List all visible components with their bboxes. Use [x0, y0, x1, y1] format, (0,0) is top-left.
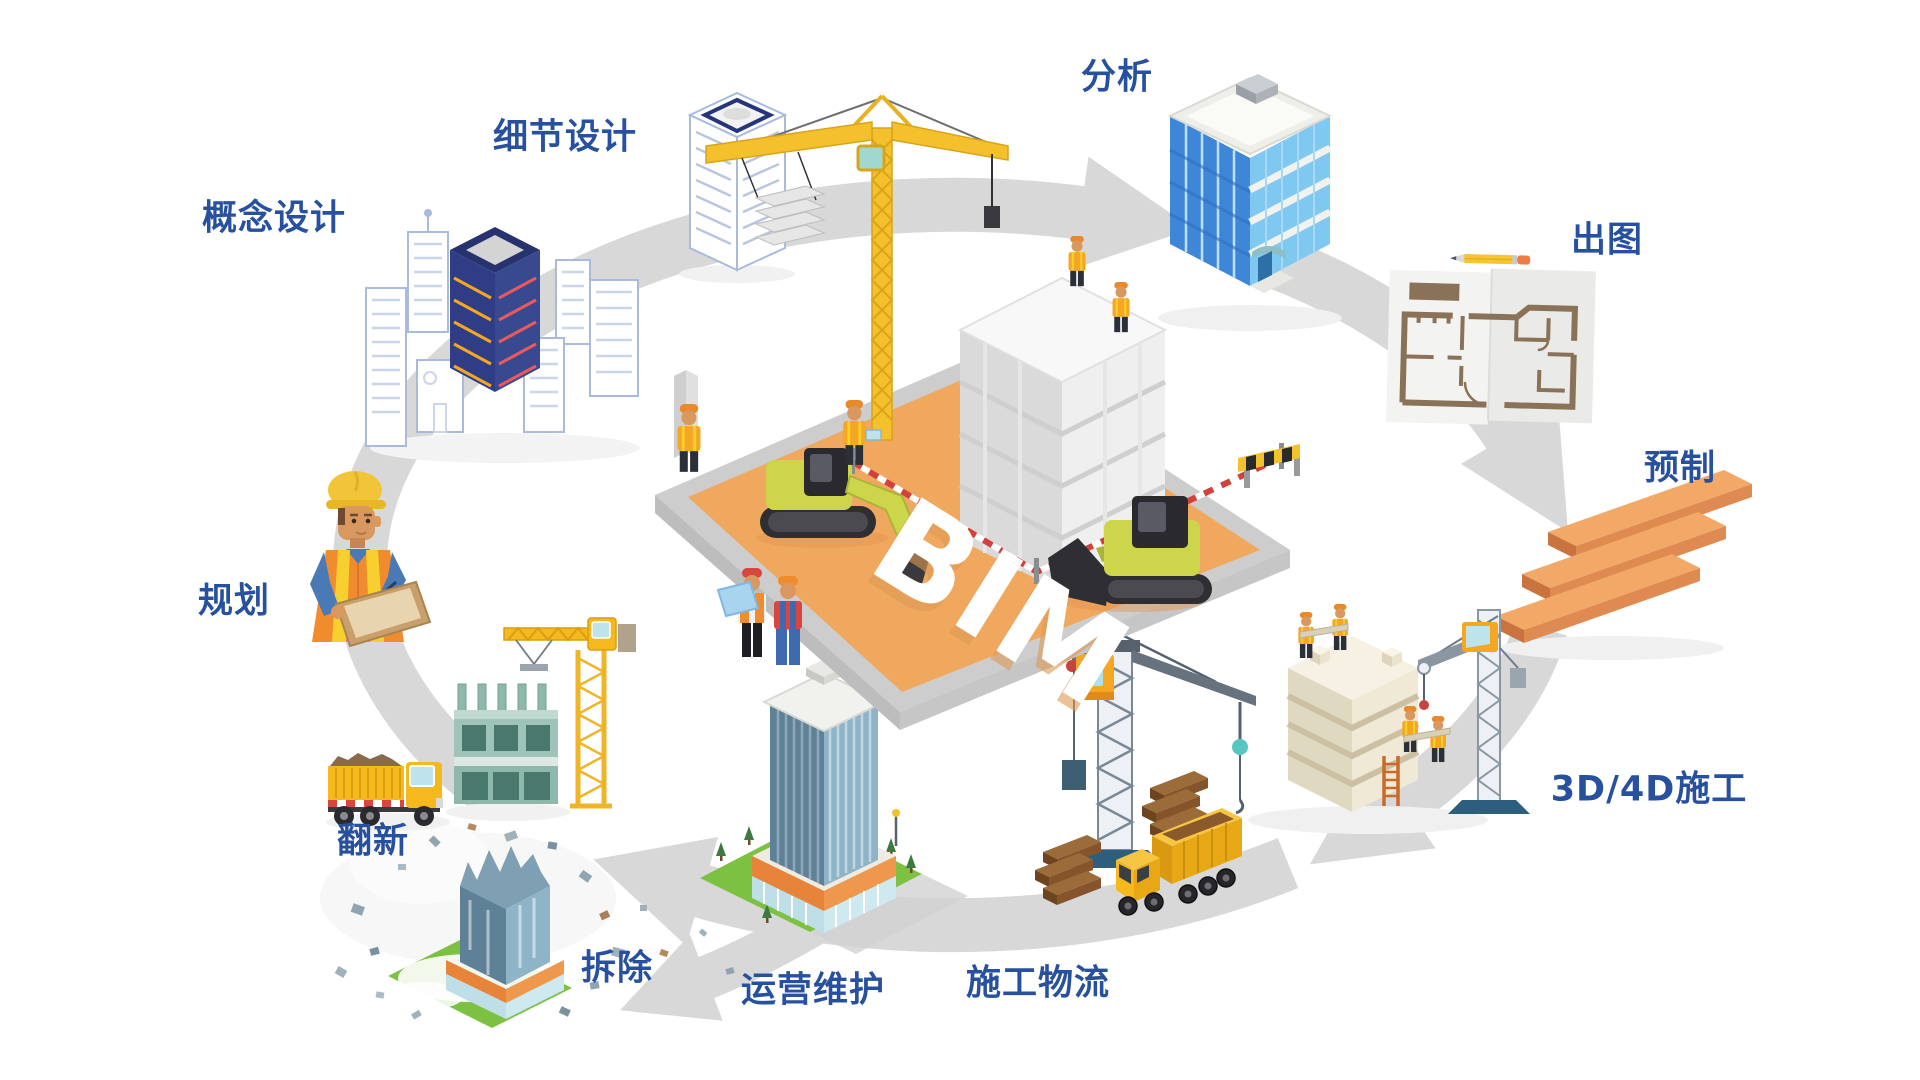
- stage-label-analysis: 分析: [1080, 57, 1154, 98]
- stage-label-prefabrication: 预制: [1643, 448, 1717, 489]
- stage-label-planning: 规划: [197, 581, 271, 622]
- stage-label-concept-design: 概念设计: [201, 198, 347, 239]
- floor-plan-lines: [1399, 304, 1579, 410]
- excavator: [756, 448, 930, 584]
- ladder-icon: [1382, 756, 1400, 806]
- plan-title-block: [1409, 282, 1460, 301]
- drawing-output-illustration: [1385, 253, 1596, 425]
- barricade: [1238, 444, 1300, 488]
- construction-3d4d-illustration: [1248, 603, 1530, 834]
- demolition-podium: [446, 960, 564, 1019]
- navy-concept-building: [450, 227, 540, 392]
- stage-label-demolition: 拆除: [580, 948, 654, 989]
- renovation-illustration: [326, 617, 636, 831]
- blueprint-sheet: [716, 580, 760, 618]
- stage-label-drawing-output: 出图: [1570, 220, 1644, 261]
- stage-label-construction-logistics: 施工物流: [965, 963, 1111, 1004]
- outline-buildings: [365, 209, 639, 447]
- foreman-pair: [716, 568, 802, 665]
- stage-label-detail-design: 细节设计: [492, 117, 638, 158]
- demolition-illustration: [320, 820, 735, 1028]
- dump-truck: [1116, 808, 1242, 916]
- om-tower: [761, 659, 887, 886]
- broken-tower: [460, 846, 550, 985]
- planning-worker: [310, 471, 432, 648]
- analysis-building: [1158, 74, 1342, 331]
- concept-design-illustration: [365, 209, 640, 463]
- stage-label-renovation: 翻新: [336, 821, 410, 862]
- construction-logistics-illustration: [1035, 630, 1256, 916]
- logistics-tower-crane: [1062, 630, 1256, 868]
- tower-crane: [705, 94, 1009, 441]
- prefabrication-planks: [1496, 470, 1752, 660]
- bim-construction-site: BIM BIM: [655, 94, 1300, 745]
- building-frame: [957, 276, 1168, 592]
- stage-label-operation-maintenance: 运营维护: [740, 970, 886, 1011]
- renovation-crane: [503, 617, 636, 809]
- crane-cab: [856, 144, 886, 172]
- renovation-truck: [328, 753, 443, 826]
- operation-maintenance-illustration: [700, 659, 968, 954]
- teal-building: [454, 683, 558, 804]
- debris: [334, 823, 735, 1020]
- lumber-stacks: [1035, 771, 1208, 905]
- om-podium: [752, 856, 896, 933]
- frame-building: [1286, 636, 1420, 812]
- pencil-icon: [1450, 253, 1531, 265]
- stage-label-construction-3d4d: 3D/4D施工: [1550, 769, 1748, 810]
- site-crane: [1417, 609, 1530, 814]
- bulldozer: [1048, 496, 1212, 612]
- hanging-slabs: [754, 185, 826, 246]
